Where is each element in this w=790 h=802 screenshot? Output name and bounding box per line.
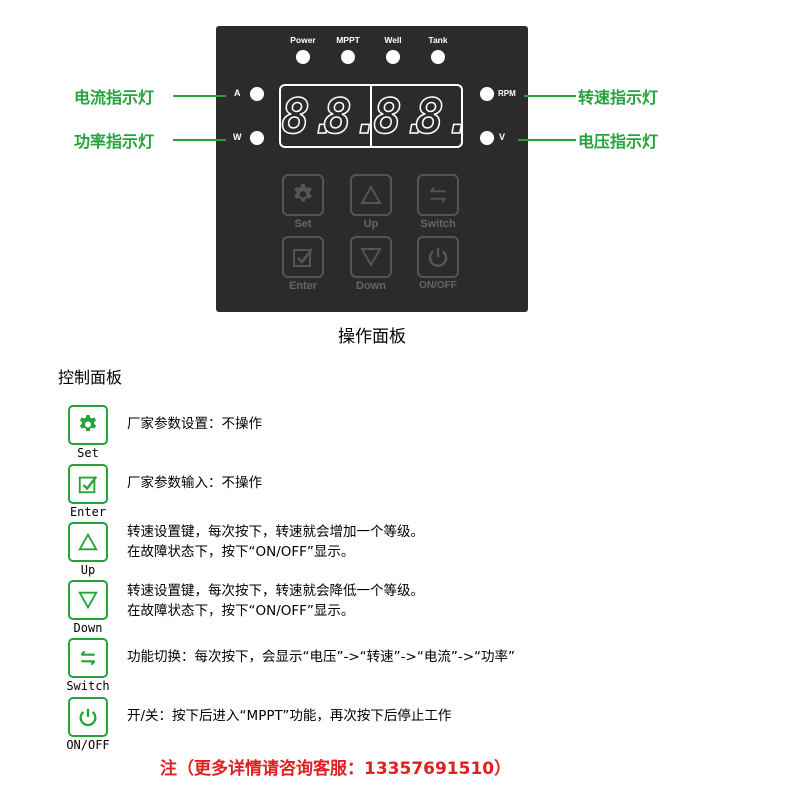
triangle-down-icon [360,248,382,268]
callout-line [173,95,226,97]
up-key-illustration [68,522,108,562]
callout-power-indicator: 功率指示灯 [74,132,155,151]
enter-button-label: Enter [288,280,318,292]
item-label-up: Up [80,563,96,577]
up-button[interactable] [350,174,392,216]
callout-line [524,95,576,97]
gear-icon [294,184,312,202]
voltage-led-icon [480,131,494,145]
display-digit: 8. [414,88,473,146]
enter-button[interactable] [282,236,324,278]
checkbox-icon [78,475,98,494]
swap-arrows-icon [80,650,96,666]
item-label-set: Set [77,446,99,460]
on-off-button-label: ON/OFF [419,280,457,291]
swap-arrows-icon [430,187,446,203]
item-label-down: Down [73,621,103,635]
triangle-down-icon [78,591,98,610]
wattage-led-icon [250,131,264,145]
set-key-illustration [68,405,108,445]
led-label-mppt: MPPT [336,35,360,45]
control-panel: Power MPPT Well Tank A W RPM V 8. 8. 8. … [216,26,528,312]
item-label-on-off: ON/OFF [66,738,110,752]
mppt-led-icon [341,50,355,64]
contact-note: 注（更多详情请咨询客服：13357691510） [160,759,512,779]
item-label-switch: Switch [66,679,110,693]
enter-key-illustration [68,464,108,504]
up-button-label: Up [363,218,379,230]
down-button-label: Down [356,280,386,292]
panel-caption: 操作面板 [338,327,406,347]
rpm-led-icon [480,87,494,101]
item-desc-up: 转速设置键，每次按下，转速就会增加一个等级。 在故障状态下，按下“ON/OFF”… [127,524,424,560]
checkbox-icon [293,248,313,267]
power-icon [79,708,97,727]
display-digit: 8. [372,88,431,146]
down-key-illustration [68,580,108,620]
item-desc-switch: 功能切换：每次按下，会显示“电压”->“转速”->“电流”->“功率” [127,649,515,665]
set-button[interactable] [282,174,324,216]
power-icon [428,248,448,267]
led-label-well: Well [384,35,402,45]
callout-current-indicator: 电流指示灯 [74,88,155,107]
switch-button-label: Switch [420,218,456,230]
switch-button[interactable] [417,174,459,216]
item-desc-enter: 厂家参数输入：不操作 [127,475,262,491]
well-led-icon [386,50,400,64]
current-led-icon [250,87,264,101]
switch-key-illustration [68,638,108,678]
triangle-up-icon [78,532,98,551]
tank-led-icon [431,50,445,64]
led-label-power: Power [290,35,316,45]
led-label-w: W [233,132,242,142]
down-button[interactable] [350,236,392,278]
item-desc-set: 厂家参数设置：不操作 [127,416,262,432]
item-desc-down: 转速设置键，每次按下，转速就会降低一个等级。 在故障状态下，按下“ON/OFF”… [127,583,424,619]
on-off-button[interactable] [417,236,459,278]
led-label-tank: Tank [428,35,448,45]
item-label-enter: Enter [69,505,107,519]
led-label-rpm: RPM [498,89,516,98]
display-digit: 8. [280,88,339,146]
display-digit: 8. [322,88,381,146]
gear-icon [79,415,97,432]
section-title: 控制面板 [58,368,123,387]
on-off-key-illustration [68,697,108,737]
callout-line [173,139,226,141]
callout-voltage-indicator: 电压指示灯 [578,132,659,151]
item-desc-on-off: 开/关：按下后进入“MPPT”功能，再次按下后停止工作 [127,708,452,724]
callout-line [518,139,576,141]
led-label-v: V [499,132,506,142]
set-button-label: Set [294,218,312,230]
callout-speed-indicator: 转速指示灯 [578,88,659,107]
led-label-a: A [234,88,241,98]
power-led-icon [296,50,310,64]
triangle-up-icon [360,184,382,204]
seven-segment-display: 8. 8. 8. 8. [279,84,474,148]
